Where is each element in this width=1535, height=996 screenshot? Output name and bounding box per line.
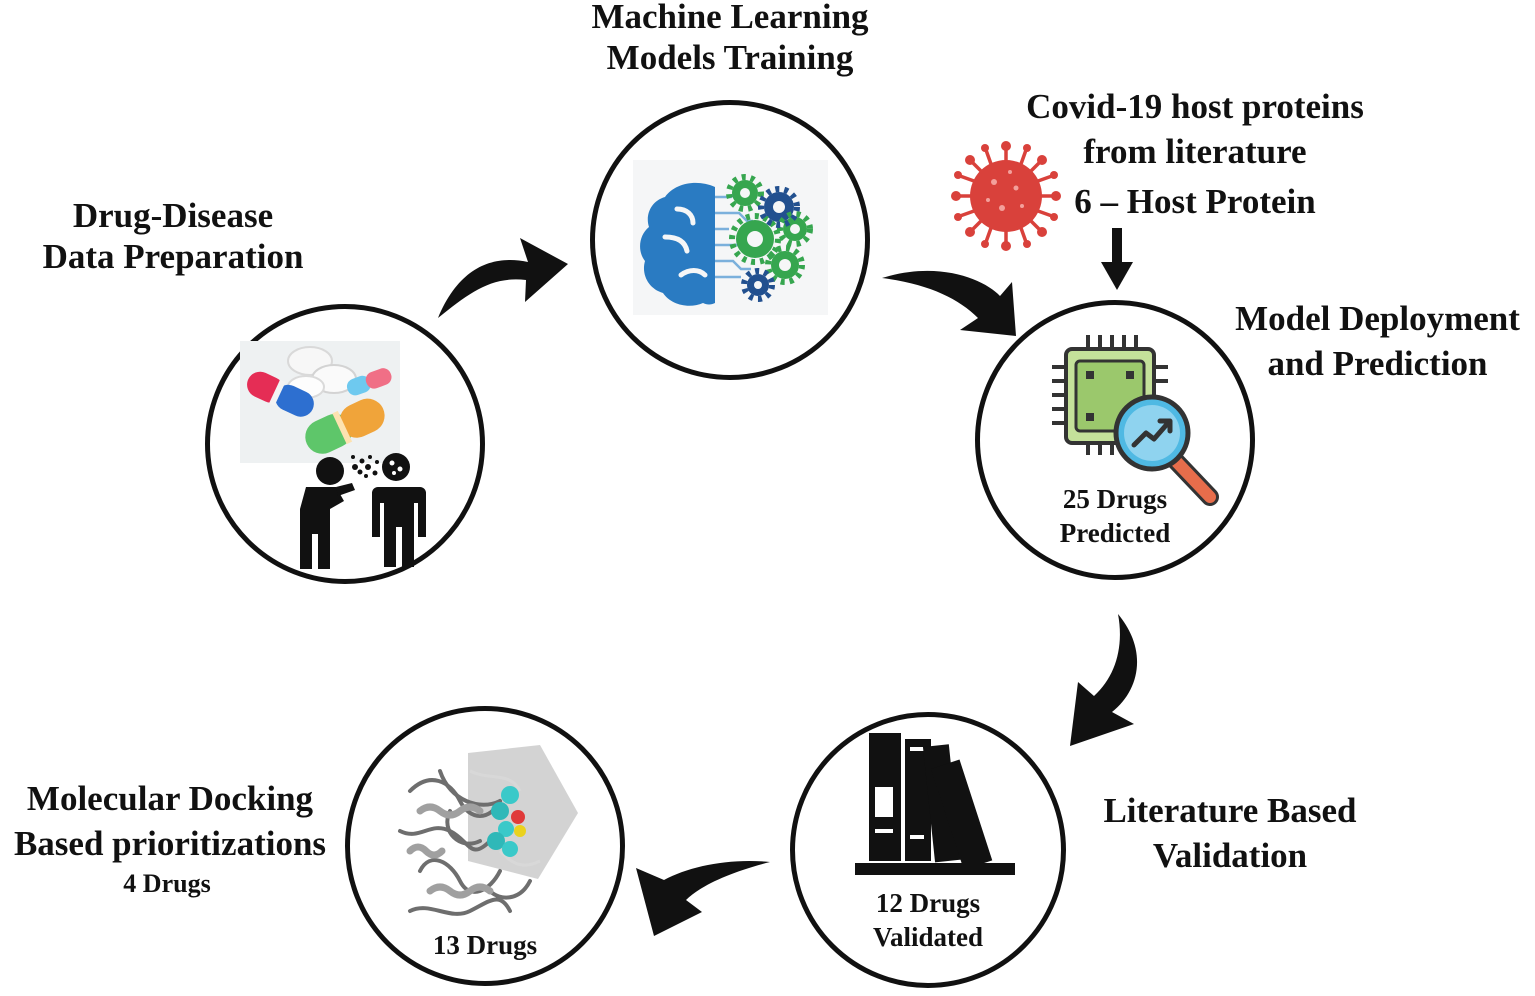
model-deployment-label: Model Deployment and Prediction <box>1220 298 1535 385</box>
data-preparation-label: Drug-Disease Data Preparation <box>28 195 318 278</box>
literature-validation-circle: 12 Drugs Validated <box>790 712 1066 988</box>
prediction-count-line2: Predicted <box>1059 517 1171 548</box>
literature-validation-line1: Literature Based <box>1103 791 1357 830</box>
arrow-to-training-icon <box>438 238 568 318</box>
ml-training-line1: Machine Learning <box>591 0 869 36</box>
covid-proteins-line2: from literature <box>1083 132 1307 172</box>
coronavirus-icon <box>951 141 1061 251</box>
docking-count-line1: 13 Drugs <box>432 930 538 960</box>
pills-and-sick-person-icon <box>240 341 426 569</box>
ml-training-circle <box>590 100 870 380</box>
books-icon <box>855 733 1015 875</box>
chip-magnifier-icon <box>1052 335 1219 506</box>
model-deployment-line1: Model Deployment <box>1235 299 1520 338</box>
literature-validation-line2: Validation <box>1152 836 1308 876</box>
brain-gears-icon <box>633 160 828 315</box>
arrow-to-docking-icon <box>636 860 770 936</box>
prediction-count-line1: 25 Drugs <box>1062 484 1168 514</box>
data-preparation-line1: Drug-Disease <box>72 196 274 235</box>
arrow-down-icon <box>1101 228 1133 290</box>
validation-count: 12 Drugs Validated <box>795 887 1061 955</box>
model-deployment-line2: and Prediction <box>1267 344 1488 384</box>
docking-count: 13 Drugs <box>350 929 620 963</box>
covid-proteins-line1: Covid-19 host proteins <box>1026 87 1364 126</box>
prediction-count: 25 Drugs Predicted <box>980 483 1250 551</box>
validation-count-line2: Validated <box>872 921 984 952</box>
literature-validation-label: Literature Based Validation <box>1080 790 1380 877</box>
data-preparation-line2: Data Preparation <box>42 237 304 277</box>
protein-ligand-icon <box>398 745 578 916</box>
data-preparation-circle <box>205 304 485 584</box>
ml-training-line2: Models Training <box>606 38 854 78</box>
molecular-docking-count: 4 Drugs <box>123 868 211 898</box>
ml-training-label: Machine Learning Models Training <box>565 0 895 79</box>
validation-count-line1: 12 Drugs <box>875 888 981 918</box>
model-deployment-circle: 25 Drugs Predicted <box>975 300 1255 580</box>
molecular-docking-circle: 13 Drugs <box>345 706 625 986</box>
arrow-to-validation-icon <box>1070 614 1138 746</box>
molecular-docking-line2: Based prioritizations <box>13 824 327 864</box>
covid-proteins-label: Covid-19 host proteins from literature 6… <box>1005 86 1385 222</box>
covid-proteins-line3: 6 – Host Protein <box>1074 181 1316 221</box>
molecular-docking-line1: Molecular Docking <box>26 779 314 818</box>
molecular-docking-label: Molecular Docking Based prioritizations … <box>0 778 340 899</box>
